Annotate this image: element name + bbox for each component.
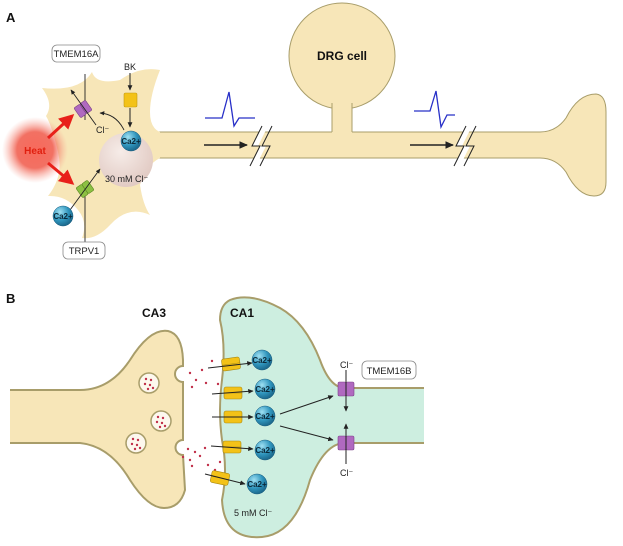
axon-break-2 (453, 125, 477, 167)
calcium-label: Ca2+ (255, 385, 275, 394)
activation-arrow-upper (279, 395, 334, 415)
tmem16b-label-box (361, 360, 417, 380)
heat-arrow-up (46, 113, 75, 140)
glutamate-receptor (221, 356, 241, 372)
synaptic-vesicle (138, 372, 160, 394)
panel-b-label: B (6, 291, 15, 306)
ca3-label: CA3 (142, 306, 166, 320)
chloride-efflux-arrow (70, 89, 97, 126)
calcium-label: Ca2+ (255, 446, 275, 455)
heat-arrow-down (47, 161, 75, 185)
drg-stem (332, 100, 352, 134)
bk-label: BK (124, 62, 136, 72)
chloride-label-a: Cl⁻ (96, 125, 109, 135)
vesicles (125, 372, 172, 454)
tmem16a-label: TMEM16A (54, 49, 100, 60)
chloride-label-lower: Cl⁻ (340, 468, 353, 478)
calcium-activation-arrow (99, 111, 125, 131)
axon-break-1 (249, 125, 273, 167)
bk-receptor (123, 92, 138, 108)
calcium-label: Ca2+ (255, 412, 275, 421)
heat-label: Heat (24, 146, 46, 157)
calcium-ion (120, 130, 142, 152)
calcium-label: Ca2+ (121, 137, 141, 146)
chloride-label-upper: Cl⁻ (340, 360, 353, 370)
calcium-label: Ca2+ (247, 480, 267, 489)
calcium-ion (251, 349, 273, 371)
ca3-terminal (10, 330, 185, 508)
calcium-ion-extracellular (52, 205, 74, 227)
ca1-membrane (218, 296, 424, 539)
calcium-influx-arrow (69, 168, 101, 211)
synaptic-vesicle (150, 410, 172, 432)
drg-neuron (42, 2, 607, 239)
calcium-label-extracellular: Ca2+ (53, 212, 73, 221)
drg-cell-label: DRG cell (317, 49, 367, 63)
trpv1-label: TRPV1 (69, 246, 100, 257)
tmem16a-label-box (51, 44, 101, 63)
tmem16b-label: TMEM16B (367, 366, 412, 377)
ca3-membrane (10, 329, 187, 510)
action-potential-spike-2 (414, 90, 455, 130)
concentration-label-a: 30 mM Cl⁻ (105, 174, 149, 184)
calcium-ion (254, 439, 276, 461)
axon (150, 94, 606, 196)
synaptic-vesicle (125, 432, 147, 454)
calcium-ion (254, 405, 276, 427)
action-potential-spike-1 (205, 91, 255, 128)
calcium-label: Ca2+ (252, 356, 272, 365)
calcium-ion (246, 473, 268, 495)
ca1-label: CA1 (230, 306, 254, 320)
trpv1-label-box (62, 241, 106, 260)
tmem16a-channel (74, 100, 92, 118)
calcium-ions-ca1: Ca2+ Ca2+ Ca2+ Ca2+ Ca2+ (246, 349, 276, 495)
calcium-ion (254, 378, 276, 400)
concentration-label-b: 5 mM Cl⁻ (234, 508, 272, 518)
receptor-row (204, 356, 254, 486)
activation-arrow-lower (279, 425, 334, 442)
panel-a-label: A (6, 10, 16, 25)
